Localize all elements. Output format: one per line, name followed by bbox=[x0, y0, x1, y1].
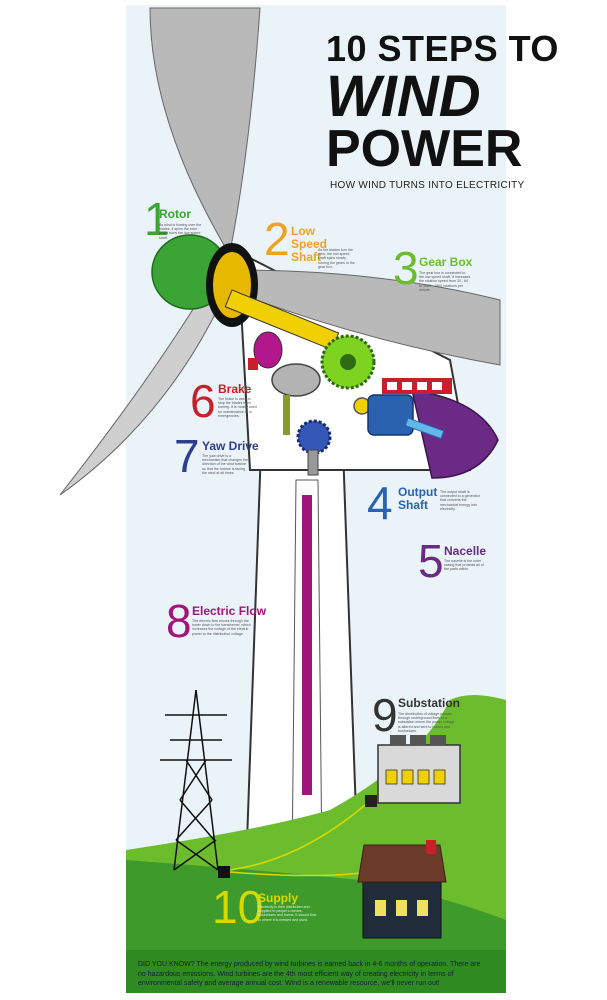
panel-light bbox=[402, 382, 412, 390]
brake-pad bbox=[248, 358, 258, 370]
turbine-blade-top bbox=[149, 7, 261, 253]
yaw-drive-axle bbox=[307, 449, 319, 476]
title-line-3: POWER bbox=[326, 120, 523, 178]
ground-strip bbox=[126, 950, 506, 993]
step-10-label: Supply bbox=[258, 891, 299, 905]
step-10-number: 10 bbox=[212, 881, 264, 933]
panel-light bbox=[432, 382, 442, 390]
step-6-label: Brake bbox=[218, 382, 252, 396]
step-5-description: The nacelle is the outer casing that pro… bbox=[444, 559, 484, 572]
generator bbox=[367, 394, 414, 436]
step-9-description: The distribution of voltage passes throu… bbox=[398, 712, 455, 733]
step-9-label: Substation bbox=[398, 696, 460, 710]
turbine-tower bbox=[244, 419, 360, 871]
step-2-description: As the blades turn the rotor, the low sp… bbox=[318, 248, 355, 269]
substation-building bbox=[365, 735, 461, 807]
turbine-blade-bottom bbox=[59, 289, 223, 496]
output-shaft bbox=[404, 417, 445, 440]
step-2-number: 2 bbox=[264, 213, 290, 265]
step-9-number: 9 bbox=[372, 689, 398, 741]
step-3-label: Gear Box bbox=[419, 255, 473, 269]
step-7-description: The yaw drive is a mechanism that change… bbox=[202, 454, 248, 475]
turbine-blade-right bbox=[234, 269, 501, 366]
step-10-description: Electricity is then distributed and supp… bbox=[258, 905, 317, 922]
electric-flow-cable bbox=[302, 495, 312, 795]
title-line-1: 10 STEPS TO bbox=[326, 28, 559, 69]
step-6-description: The brake is used to stop the blades fro… bbox=[218, 397, 257, 418]
title-line-2: WIND bbox=[326, 64, 481, 129]
panel-light bbox=[387, 382, 397, 390]
step-5-label: Nacelle bbox=[444, 544, 487, 558]
house bbox=[357, 840, 447, 939]
panel-light bbox=[417, 382, 427, 390]
step-1-description: As wind is flowing over the blades, it s… bbox=[159, 223, 202, 240]
did-you-know-fact: DID YOU KNOW? The energy produced by win… bbox=[138, 961, 481, 987]
transmission-pylon bbox=[160, 689, 232, 871]
step-4-number: 4 bbox=[367, 477, 393, 529]
step-1-number: 1 bbox=[144, 193, 170, 245]
subtitle: HOW WIND TURNS INTO ELECTRICITY bbox=[330, 180, 525, 191]
step-3-description: The gear box is connected to the low spe… bbox=[419, 271, 471, 292]
step-2-label: Low Speed Shaft bbox=[291, 224, 328, 264]
yaw-drive-gear bbox=[296, 419, 332, 455]
nacelle-cover bbox=[411, 389, 499, 479]
step-7-number: 7 bbox=[174, 430, 200, 482]
step-3-number: 3 bbox=[393, 242, 419, 294]
step-7-label: Yaw Drive bbox=[202, 439, 259, 453]
power-line bbox=[229, 804, 366, 871]
yaw-shaft bbox=[283, 395, 290, 435]
step-8-label: Electric Flow bbox=[192, 604, 267, 618]
gear-hub bbox=[340, 354, 356, 370]
step-4-description: The output shaft is connected to a gener… bbox=[440, 490, 480, 511]
step-5-number: 5 bbox=[418, 535, 444, 587]
step-8-number: 8 bbox=[166, 595, 192, 647]
step-1-label: Rotor bbox=[159, 207, 191, 221]
pylon-base-box bbox=[218, 866, 230, 878]
yaw-gear-housing bbox=[271, 363, 321, 397]
brake-disc bbox=[253, 331, 283, 369]
step-4-label: Output Shaft bbox=[398, 485, 438, 512]
step-6-number: 6 bbox=[190, 375, 216, 427]
step-8-description: The electric flow moves through the towe… bbox=[192, 619, 251, 636]
